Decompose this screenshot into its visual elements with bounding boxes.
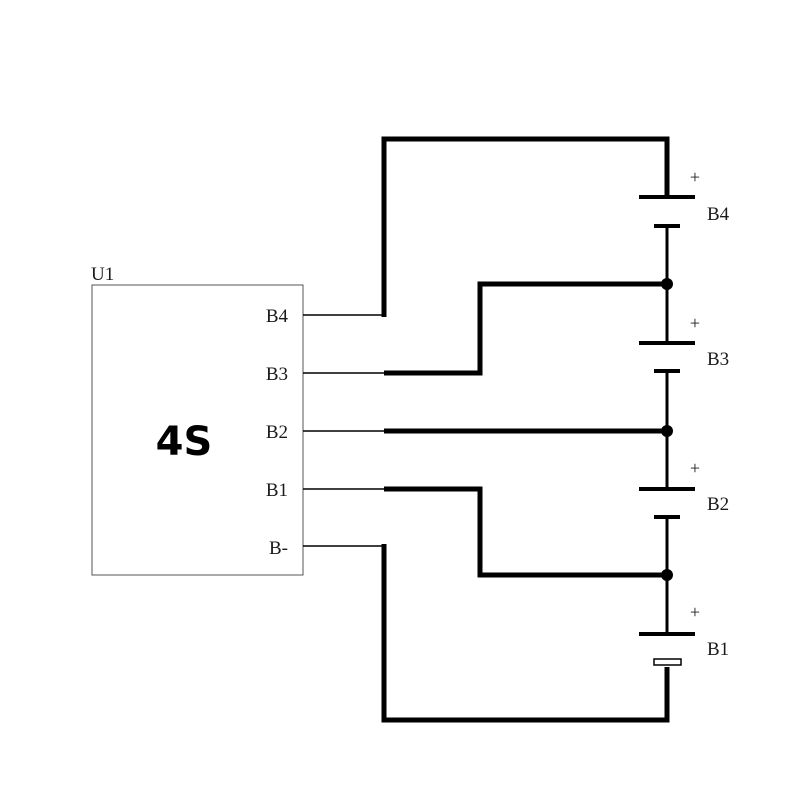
cell-b1-plus-sign: + xyxy=(690,602,700,622)
wire-bminus xyxy=(381,544,670,723)
cell-b3-label: B3 xyxy=(707,349,729,370)
wire-b1 xyxy=(384,486,667,578)
ic-main-label: 4S xyxy=(156,419,213,465)
junction-dot-b2 xyxy=(661,425,673,437)
cell-b3-plus-sign: + xyxy=(690,313,700,333)
pin-label-b4: B4 xyxy=(266,306,289,327)
wires xyxy=(381,136,670,723)
cell-b1-label: B1 xyxy=(707,639,729,660)
cell-b2: + B2 xyxy=(639,458,729,519)
cell-b4-label: B4 xyxy=(707,204,730,225)
junctions xyxy=(661,278,673,581)
wire-b4 xyxy=(381,136,670,317)
cell-b3: + B3 xyxy=(639,313,729,373)
cell-b2-plus-sign: + xyxy=(690,458,700,478)
pin-label-bminus: B- xyxy=(269,538,288,559)
junction-dot-b1 xyxy=(661,569,673,581)
junction-dot-b3 xyxy=(661,278,673,290)
pin-leads xyxy=(303,314,384,547)
wire-b3 xyxy=(384,281,667,376)
ic-ref-label: U1 xyxy=(91,264,114,285)
cell-b4: + B4 xyxy=(639,167,730,228)
cell-b4-plus-sign: + xyxy=(690,167,700,187)
cell-b1: + B1 xyxy=(639,602,729,666)
cell-b2-label: B2 xyxy=(707,494,729,515)
cell-b1-negative-plate xyxy=(653,658,682,666)
pin-label-b3: B3 xyxy=(266,364,288,385)
ic-block xyxy=(91,284,304,576)
pin-label-b1: B1 xyxy=(266,480,288,501)
pin-label-b2: B2 xyxy=(266,422,288,443)
